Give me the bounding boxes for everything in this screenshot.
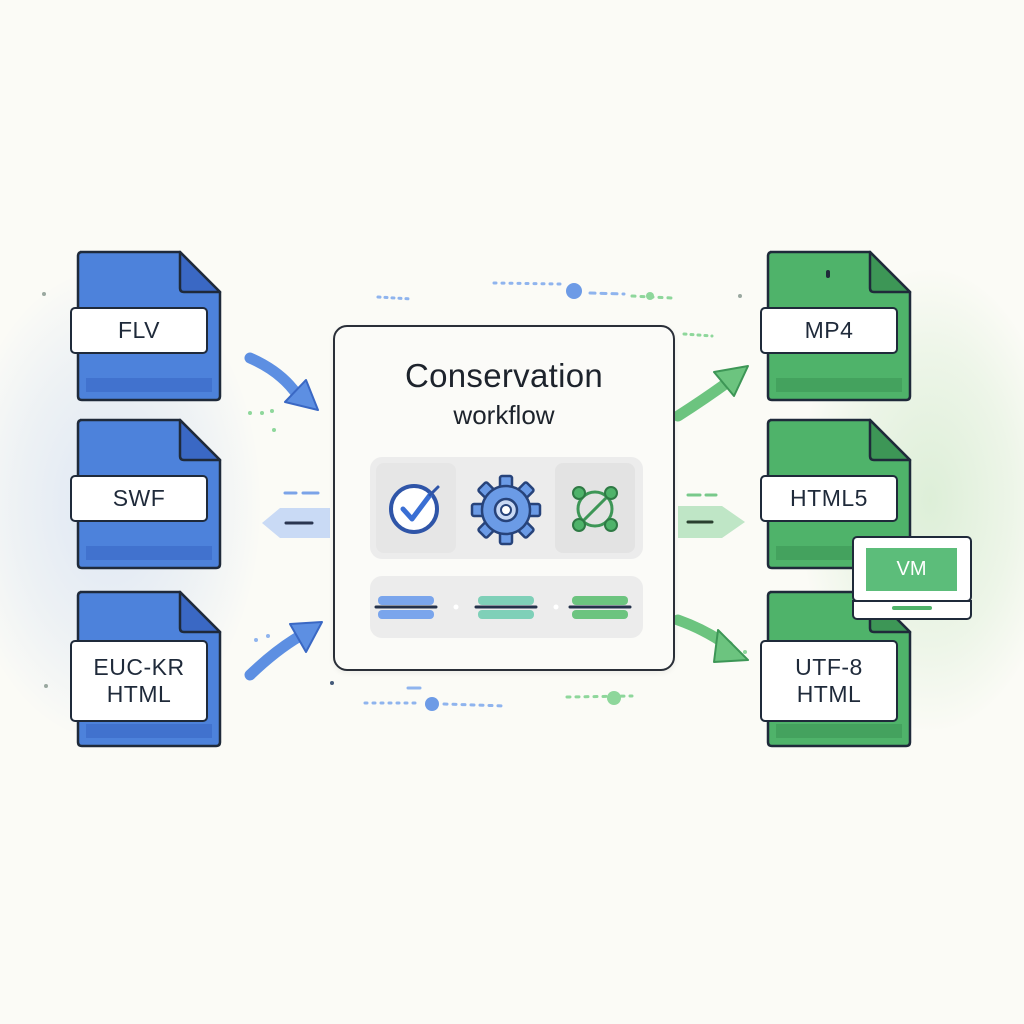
arrow-euckr-to-workflow	[244, 621, 323, 681]
workflow-icon-tray	[370, 457, 643, 559]
label-line: EUC-KR	[93, 654, 185, 680]
monitor-base	[852, 600, 972, 620]
node-graph-icon	[572, 486, 618, 532]
source-label-swf: SWF	[70, 475, 208, 522]
progress-bars	[374, 596, 632, 619]
conservation-workflow-card: Conservation workflow	[333, 325, 675, 671]
arrow-workflow-to-utf8	[672, 614, 749, 663]
dotted-path-top	[376, 281, 714, 338]
source-file-swf: SWF	[70, 418, 224, 570]
target-label-html5: HTML5	[760, 475, 898, 522]
label-line: HTML	[106, 681, 172, 707]
node-tile	[555, 463, 635, 553]
check-tile	[376, 463, 456, 553]
vm-label: VM	[866, 548, 957, 591]
monitor-stand-icon	[892, 606, 932, 610]
target-file-mp4: MP4	[760, 250, 914, 402]
gear-tile	[466, 463, 546, 553]
gear-icon	[470, 474, 542, 546]
target-label-utf-8-html: UTF-8 HTML	[760, 640, 898, 722]
workflow-progress-tray	[370, 576, 643, 638]
target-file-html5: HTML5	[760, 418, 914, 570]
source-label-euc-kr-html: EUC-KR HTML	[70, 640, 208, 722]
workflow-subtitle: workflow	[453, 400, 555, 430]
arrow-workflow-to-mp4	[672, 365, 749, 422]
vm-monitor: VM	[852, 536, 972, 624]
monitor-screen: VM	[852, 536, 972, 602]
source-file-euc-kr-html: EUC-KR HTML	[70, 590, 224, 748]
label-line: UTF-8	[795, 654, 863, 680]
source-file-flv: FLV	[70, 250, 224, 402]
arrow-workflow-to-html5	[678, 493, 745, 538]
scatter-dots	[42, 292, 747, 688]
source-label-flv: FLV	[70, 307, 208, 354]
check-circle-icon	[389, 484, 440, 534]
dotted-path-bottom	[330, 681, 634, 711]
arrow-flv-to-workflow	[244, 352, 319, 411]
arrow-workflow-to-swf	[262, 491, 330, 538]
target-label-mp4: MP4	[760, 307, 898, 354]
label-line: HTML	[796, 681, 862, 707]
workflow-title: Conservation	[404, 357, 604, 394]
